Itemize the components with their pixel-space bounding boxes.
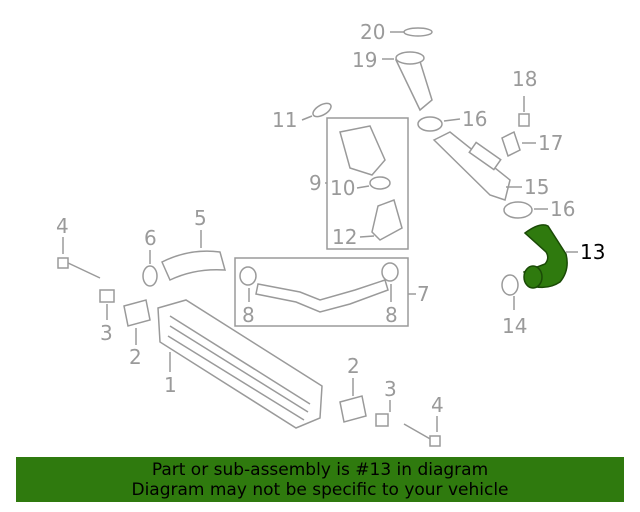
part-15-charge-pipe bbox=[432, 131, 511, 201]
callout-16a: 16 bbox=[462, 107, 487, 131]
callout-15: 15 bbox=[524, 175, 549, 199]
callout-2a: 2 bbox=[129, 345, 142, 369]
part-16-clamp-lower bbox=[503, 201, 533, 219]
part-12-hose bbox=[371, 199, 403, 241]
callout-13: 13 bbox=[580, 240, 605, 264]
group-box-7 bbox=[234, 257, 409, 327]
callout-7: 7 bbox=[417, 282, 430, 306]
callout-20: 20 bbox=[360, 20, 385, 44]
callout-12: 12 bbox=[332, 225, 357, 249]
part-16-clamp-top bbox=[417, 116, 443, 132]
callout-6: 6 bbox=[144, 226, 157, 250]
callout-16b: 16 bbox=[550, 197, 575, 221]
part-14-oring bbox=[501, 274, 519, 296]
callout-8b: 8 bbox=[385, 303, 398, 327]
callout-19: 19 bbox=[352, 48, 377, 72]
part-13-hose-highlighted bbox=[522, 224, 568, 289]
callout-2b: 2 bbox=[347, 354, 360, 378]
callout-14: 14 bbox=[502, 314, 527, 338]
callout-11: 11 bbox=[272, 108, 297, 132]
callout-3b: 3 bbox=[384, 377, 397, 401]
part-5-hose bbox=[161, 250, 227, 282]
callout-5: 5 bbox=[194, 206, 207, 230]
callout-4a: 4 bbox=[56, 214, 69, 238]
part-2-bracket-right bbox=[339, 395, 367, 423]
part-10-clamp bbox=[369, 176, 391, 190]
leader-lines bbox=[62, 31, 578, 432]
banner-line-2: Diagram may not be specific to your vehi… bbox=[131, 480, 509, 500]
part-7-pipe-assembly bbox=[239, 262, 399, 313]
callout-18: 18 bbox=[512, 67, 537, 91]
part-19-inlet-duct bbox=[394, 51, 433, 112]
part-6-ring bbox=[142, 265, 158, 287]
callout-1: 1 bbox=[164, 373, 177, 397]
part-11-oring bbox=[312, 102, 332, 118]
callout-3a: 3 bbox=[100, 321, 113, 345]
callout-9: 9 bbox=[309, 171, 322, 195]
callout-4b: 4 bbox=[431, 393, 444, 417]
part-1-intercooler bbox=[157, 299, 323, 429]
banner-line-1: Part or sub-assembly is #13 in diagram bbox=[151, 460, 489, 480]
parts-diagram: 20 19 11 16 18 17 9 10 15 16 12 13 14 5 … bbox=[56, 20, 605, 447]
callout-17: 17 bbox=[538, 131, 563, 155]
part-3-nut-right bbox=[375, 413, 389, 427]
part-18-sensor bbox=[518, 96, 530, 127]
part-9-housing bbox=[339, 125, 386, 176]
callout-10: 10 bbox=[330, 176, 355, 200]
info-banner: Part or sub-assembly is #13 in diagram D… bbox=[16, 457, 624, 502]
part-4-bolt-left bbox=[57, 257, 101, 279]
part-3-nut-left bbox=[99, 289, 115, 303]
part-4-bolt-right bbox=[403, 423, 441, 447]
part-2-bracket-left bbox=[123, 299, 151, 327]
callout-8a: 8 bbox=[242, 303, 255, 327]
part-17-elbow bbox=[501, 130, 521, 158]
part-20-oring bbox=[403, 27, 433, 37]
